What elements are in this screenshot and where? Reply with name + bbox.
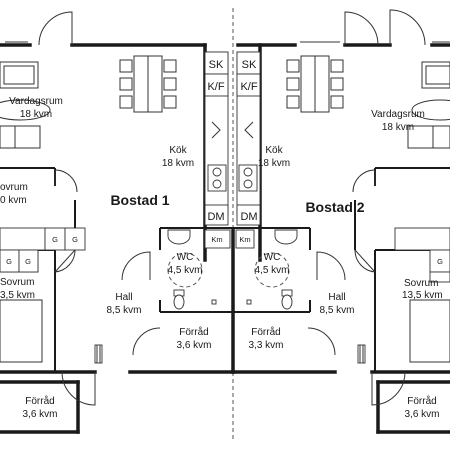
sofa-icon xyxy=(0,61,51,149)
door-swing-icon xyxy=(307,327,336,356)
room-area-kok-2: 18 kvm xyxy=(258,158,290,169)
sink-icon xyxy=(274,229,298,245)
sink-icon xyxy=(167,229,191,245)
door-swing-icon xyxy=(132,327,161,356)
room-area-hall-1: 8,5 kvm xyxy=(106,305,141,316)
room-name-hall-2: Hall xyxy=(328,292,345,303)
apartment-label-2: Bostad 2 xyxy=(305,199,364,215)
apartment-label-1: Bostad 1 xyxy=(110,192,169,208)
door-swing-icon xyxy=(344,11,379,46)
stove-icon xyxy=(238,164,258,192)
room-name-forrad-inner-2: Förråd xyxy=(251,326,280,338)
g-label: G xyxy=(72,235,78,244)
g-label: G xyxy=(6,257,12,266)
door-swing-icon xyxy=(54,169,78,193)
room-name-kok-2: Kök xyxy=(265,145,283,156)
sk-label: SK xyxy=(242,59,257,71)
room-name-sovrum-left-top: ovrum xyxy=(0,182,28,193)
door-swing-icon xyxy=(371,371,406,406)
room-area-sovrum-left-top: 0 kvm xyxy=(0,195,27,206)
door-swing-icon xyxy=(167,252,203,288)
room-name-sovrum-right: Sovrum xyxy=(404,278,438,289)
room-area-hall-2: 8,5 kvm xyxy=(319,305,354,316)
door-swing-icon xyxy=(254,252,290,288)
door-swing-icon xyxy=(38,11,73,46)
door-swing-icon xyxy=(389,9,426,46)
dm-label: DM xyxy=(207,211,224,223)
room-area-wc-1: 4,5 kvm xyxy=(167,265,202,276)
bed-icon xyxy=(409,299,450,363)
room-name-forrad-outer-right: Förråd xyxy=(407,395,436,407)
bed-icon xyxy=(0,299,43,363)
kf-label: K/F xyxy=(240,81,257,93)
room-area-forrad-inner-1: 3,6 kvm xyxy=(176,340,211,351)
room-area-sovrum-left-bottom: 3,5 kvm xyxy=(0,290,35,301)
room-name-forrad-outer-left: Förråd xyxy=(25,395,54,407)
room-area-forrad-outer-left: 3,6 kvm xyxy=(22,409,57,420)
room-name-wc-2: WC xyxy=(264,252,281,263)
room-area-forrad-inner-2: 3,3 kvm xyxy=(248,340,283,351)
dm-label: DM xyxy=(240,211,257,223)
room-name-vardagsrum-1: Vardagsrum xyxy=(9,96,63,107)
room-area-sovrum-right: 13,5 kvm xyxy=(402,290,443,301)
room-name-wc-1: WC xyxy=(177,252,194,263)
door-swing-icon xyxy=(61,371,96,406)
radiator-icon xyxy=(94,344,103,364)
door-swing-icon xyxy=(121,251,151,281)
door-swing-icon xyxy=(354,249,376,273)
km-label: Km xyxy=(239,235,250,244)
room-name-kok-1: Kök xyxy=(169,145,187,156)
room-area-wc-2: 4,5 kvm xyxy=(254,265,289,276)
room-name-hall-1: Hall xyxy=(115,292,132,303)
km-label: Km xyxy=(211,235,222,244)
room-name-vardagsrum-2: Vardagsrum xyxy=(371,109,425,120)
dining-table-icon xyxy=(119,55,177,113)
wc-fixtures-left xyxy=(167,229,231,310)
sk-label: SK xyxy=(209,59,224,71)
door-swing-icon xyxy=(352,169,376,193)
door-swing-icon xyxy=(54,249,76,273)
wardrobe-left xyxy=(0,227,86,273)
room-area-vardagsrum-2: 18 kvm xyxy=(382,122,414,133)
room-name-sovrum-left-bottom: Sovrum xyxy=(0,277,34,288)
sofa-icon xyxy=(407,61,450,149)
wardrobe-right xyxy=(394,227,450,283)
kf-label: K/F xyxy=(207,81,224,93)
g-label: G xyxy=(25,257,31,266)
kitchen-counter-left xyxy=(204,51,229,226)
room-area-forrad-outer-right: 3,6 kvm xyxy=(404,409,439,420)
wc-fixtures-right xyxy=(235,229,298,310)
room-area-kok-1: 18 kvm xyxy=(162,158,194,169)
doors xyxy=(5,9,450,406)
room-area-vardagsrum-1: 18 kvm xyxy=(20,109,52,120)
radiator-icon xyxy=(357,344,366,364)
g-label: G xyxy=(52,235,58,244)
stove-icon xyxy=(207,164,227,192)
g-label: G xyxy=(437,257,443,266)
door-swing-icon xyxy=(316,251,346,281)
room-name-forrad-inner-1: Förråd xyxy=(179,326,208,338)
kitchen-counter-right xyxy=(236,51,261,226)
dining-table-icon xyxy=(286,55,344,113)
